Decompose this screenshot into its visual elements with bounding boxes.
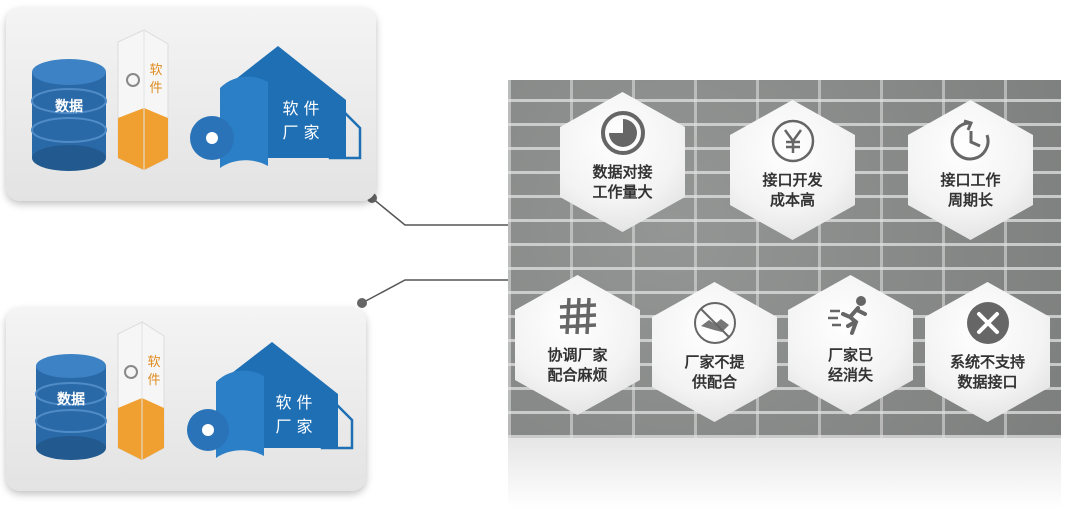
connector-bottom-dot <box>357 298 367 308</box>
svg-text:软: 软 <box>147 355 160 370</box>
pie-chart-icon <box>601 111 645 155</box>
connector-top <box>371 197 510 226</box>
software-tower-icon: 软 件 <box>117 321 165 461</box>
connector-bottom <box>361 279 510 304</box>
card-illustration: 数据 软 件 软 件 厂 家 <box>31 29 362 171</box>
problem-label: 厂家不提供配合 <box>684 353 745 391</box>
grid-mesh-icon <box>559 297 597 335</box>
problem-label: 数据对接工作量大 <box>592 163 653 201</box>
svg-text:厂 家: 厂 家 <box>275 417 312 436</box>
database-icon: 数据 <box>31 59 107 171</box>
yen-icon <box>771 119 815 163</box>
svg-text:厂 家: 厂 家 <box>282 123 319 142</box>
wall-reflection <box>508 438 1061 509</box>
problem-label: 协调厂家配合麻烦 <box>547 346 608 384</box>
software-tower-icon: 软 件 <box>117 29 169 171</box>
problem-label: 接口开发成本高 <box>762 171 823 209</box>
problem-label: 厂家已经消失 <box>827 346 873 384</box>
software-vendor-icon: 软 件 厂 家 <box>187 342 354 458</box>
running-man-icon <box>828 296 867 335</box>
refresh-icon <box>126 73 140 87</box>
card-illustration: 数据 软 件 软 件 厂 家 <box>35 321 354 461</box>
database-icon: 数据 <box>35 354 107 460</box>
svg-text:软 件: 软 件 <box>282 99 319 118</box>
problem-label: 接口工作周期长 <box>940 171 1001 209</box>
problem-label: 系统不支持数据接口 <box>949 353 1025 391</box>
legacy-system-card-bottom: 数据 软 件 软 件 厂 家 <box>6 308 366 491</box>
clock-cycle-icon <box>950 119 990 161</box>
no-handshake-icon <box>694 302 736 344</box>
refresh-icon <box>124 365 138 379</box>
svg-text:数据: 数据 <box>57 391 85 408</box>
svg-text:软: 软 <box>149 63 162 78</box>
db-label: 数据 <box>55 98 83 115</box>
software-vendor-icon: 软 件 厂 家 <box>190 46 362 168</box>
svg-text:件: 件 <box>149 81 162 96</box>
svg-text:件: 件 <box>147 373 160 388</box>
svg-text:软 件: 软 件 <box>275 393 312 412</box>
close-circle-icon <box>967 302 1009 344</box>
legacy-system-card-top: 数据 软 件 软 件 厂 家 <box>6 8 376 201</box>
